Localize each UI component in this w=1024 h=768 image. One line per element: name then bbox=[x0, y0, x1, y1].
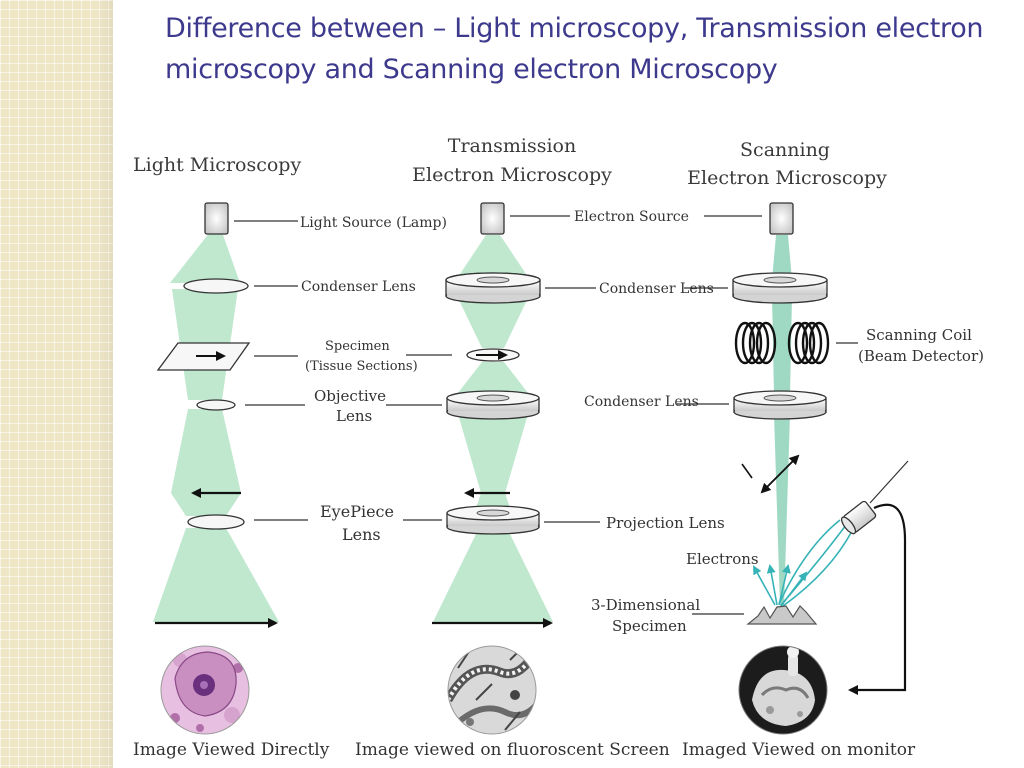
light-beam-cone-1 bbox=[170, 232, 240, 283]
light-condenser-label: Condenser Lens bbox=[301, 279, 416, 295]
sem-specimen-label-line1: 3-Dimensional bbox=[591, 596, 700, 614]
sem-heading-line2: Electron Microscopy bbox=[687, 167, 887, 189]
light-objective-lens bbox=[196, 399, 236, 411]
sem-condenser-lens-2 bbox=[733, 390, 827, 420]
tem-condenser-lens-1 bbox=[445, 272, 541, 304]
sem-column: Scanning Electron Microscopy Scanning Co… bbox=[584, 139, 984, 760]
microscopy-diagram: Light Microscopy Light Source (Lamp) Con… bbox=[133, 135, 984, 760]
tem-objective-lens bbox=[446, 390, 540, 420]
light-caption: Image Viewed Directly bbox=[133, 740, 330, 760]
tem-beam-cone-4 bbox=[458, 414, 528, 493]
light-microscopy-column: Light Microscopy Light Source (Lamp) Con… bbox=[133, 154, 447, 760]
tem-beam-cone-1 bbox=[456, 235, 530, 280]
light-eyepiece-lens bbox=[187, 514, 245, 530]
sem-electron-source bbox=[769, 202, 794, 235]
sem-scanning-coil bbox=[734, 321, 830, 365]
tem-condenser-label: Condenser Lens bbox=[599, 281, 714, 297]
sem-electrons-label: Electrons bbox=[686, 550, 759, 568]
sem-deflection-arrows bbox=[741, 454, 800, 494]
tem-electron-source bbox=[480, 202, 505, 235]
tem-micrograph-image bbox=[447, 645, 537, 735]
sem-monitor-image bbox=[738, 645, 828, 735]
light-heading: Light Microscopy bbox=[133, 154, 301, 176]
tem-projection-lens bbox=[446, 505, 540, 535]
sem-condenser-lens-1 bbox=[732, 272, 828, 304]
light-eyepiece-label-line1: EyePiece bbox=[320, 502, 394, 521]
sem-beam-3 bbox=[774, 414, 790, 606]
light-cell-image bbox=[160, 645, 250, 735]
light-beam-cone-3 bbox=[171, 409, 241, 493]
sem-condenser-label: Condenser Lens bbox=[584, 394, 699, 410]
light-specimen-label-line1: Specimen bbox=[325, 339, 390, 354]
light-source-label: Light Source (Lamp) bbox=[300, 215, 447, 231]
light-objective-label-line2: Lens bbox=[336, 407, 372, 425]
light-source-lamp bbox=[204, 202, 229, 235]
sem-caption: Imaged Viewed on monitor bbox=[682, 740, 916, 760]
sem-heading-line1: Scanning bbox=[740, 139, 830, 161]
light-objective-label-line1: Objective bbox=[314, 387, 386, 405]
tem-caption: Image viewed on fluoroscent Screen bbox=[355, 740, 670, 760]
decorative-grid-strip bbox=[0, 0, 113, 768]
light-beam-cone-4 bbox=[171, 493, 241, 516]
sem-coil-label-line2: (Beam Detector) bbox=[858, 347, 984, 365]
light-eyepiece-label-line2: Lens bbox=[342, 525, 381, 544]
light-condenser-lens bbox=[183, 278, 249, 294]
sem-3d-specimen bbox=[746, 605, 818, 625]
tem-column: Transmission Electron Microscopy Electro… bbox=[355, 135, 762, 760]
tem-beam-cone-6 bbox=[433, 534, 553, 622]
sem-specimen-label-line2: Specimen bbox=[612, 617, 687, 635]
tem-heading-line1: Transmission bbox=[448, 135, 576, 157]
tem-beam-cone-2 bbox=[458, 298, 528, 348]
tem-source-label: Electron Source bbox=[574, 209, 689, 225]
sem-beam-2 bbox=[772, 296, 792, 395]
sem-signal-cable bbox=[848, 503, 907, 695]
sem-beam-1 bbox=[772, 235, 792, 280]
light-beam-cone-5 bbox=[153, 528, 279, 622]
tem-heading-line2: Electron Microscopy bbox=[412, 164, 612, 186]
decorative-strip-shade bbox=[96, 0, 113, 768]
light-specimen-label-line2: (Tissue Sections) bbox=[305, 359, 418, 374]
tem-beam-cone-5 bbox=[476, 493, 510, 508]
sem-coil-label-line1: Scanning Coil bbox=[866, 326, 972, 344]
tem-beam-cone-3 bbox=[458, 362, 528, 393]
slide-title: Difference between – Light microscopy, T… bbox=[165, 13, 984, 85]
tem-projection-label: Projection Lens bbox=[606, 514, 725, 532]
sem-detector bbox=[840, 460, 909, 535]
sem-electron-rays bbox=[753, 519, 853, 607]
